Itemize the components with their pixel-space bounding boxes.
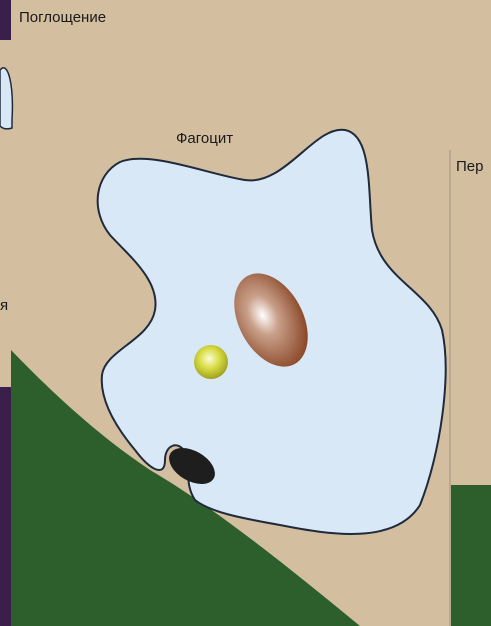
diagram-title: Поглощение (19, 9, 106, 26)
particle (194, 345, 228, 379)
right-panel-label: Пер (456, 158, 483, 175)
right-panel-ground (451, 485, 491, 626)
left-panel-label-fragment: я (0, 297, 8, 314)
phagocyte-label: Фагоцит (176, 130, 233, 147)
